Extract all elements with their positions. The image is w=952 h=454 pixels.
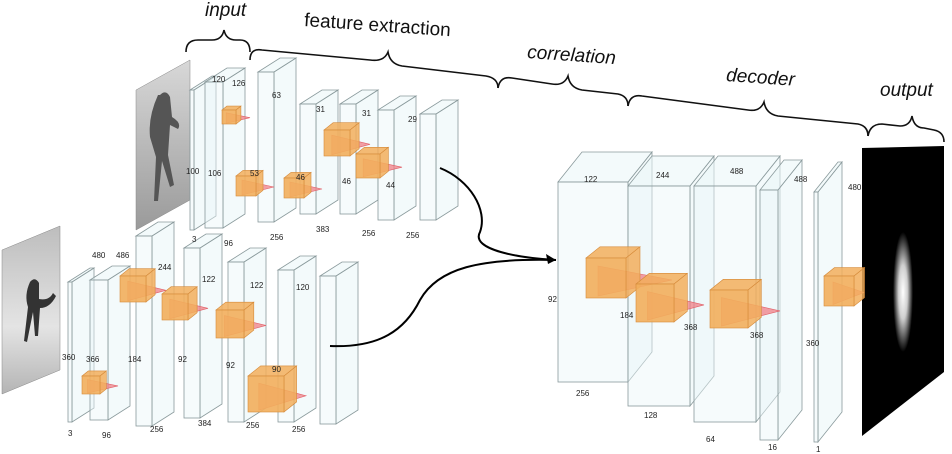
bottom-label-18: 256 <box>292 425 306 434</box>
decoder-kernel-4 <box>823 266 866 307</box>
brace-correlation <box>497 73 629 107</box>
input-photo-bottom <box>1 225 61 395</box>
brace-input <box>185 29 251 53</box>
top-kernel-3 <box>283 171 323 199</box>
top-label-6: 29 <box>408 115 417 124</box>
bottom-label-9: 184 <box>128 355 142 364</box>
bottom-label-12: 90 <box>272 365 281 374</box>
brace-decoder <box>627 94 869 137</box>
bottom-label-3: 244 <box>158 263 172 272</box>
decoder-label-3: 488 <box>730 167 744 176</box>
section-label-output: output <box>880 80 933 101</box>
decoder-label-10: 360 <box>806 339 820 348</box>
decoder-label-12: 128 <box>644 411 658 420</box>
top-kernel-4 <box>323 122 371 157</box>
bottom-label-14: 96 <box>102 431 111 440</box>
bottom-label-7: 360 <box>62 353 76 362</box>
top-label-1: 120 <box>212 75 226 84</box>
bottom-kernel-2 <box>119 268 167 303</box>
top-label-16: 383 <box>316 225 330 234</box>
bottom-label-1: 480 <box>92 251 106 260</box>
top-plate-6 <box>376 95 418 221</box>
top-label-13: 3 <box>192 235 197 244</box>
output-heatmap <box>862 146 944 436</box>
top-label-10: 46 <box>296 173 305 182</box>
top-label-12: 44 <box>386 181 395 190</box>
bottom-label-10: 92 <box>178 355 187 364</box>
decoder-label-15: 1 <box>816 445 821 454</box>
bottom-kernel-1 <box>81 370 119 395</box>
bottom-label-8: 366 <box>86 355 100 364</box>
connector-bottom-to-correlation <box>329 258 557 348</box>
decoder-label-1: 122 <box>584 175 598 184</box>
decoder-label-14: 16 <box>768 443 777 452</box>
top-label-17: 256 <box>362 229 376 238</box>
bottom-plate-7 <box>318 261 360 425</box>
bottom-kernel-5 <box>247 365 308 413</box>
decoder-kernel-3 <box>709 278 781 329</box>
decoder-plate-4 <box>759 158 803 442</box>
top-label-11: 46 <box>342 177 351 186</box>
bottom-label-4: 122 <box>202 275 216 284</box>
decoder-label-13: 64 <box>706 435 715 444</box>
top-label-14: 96 <box>224 239 233 248</box>
decoder-label-9: 368 <box>750 331 764 340</box>
feature-plates <box>66 57 866 444</box>
decoder-label-7: 184 <box>620 311 634 320</box>
decoder-label-11: 256 <box>576 389 590 398</box>
section-label-input: input <box>205 0 247 21</box>
bottom-label-2: 486 <box>116 251 130 260</box>
decoder-label-5: 480 <box>848 183 862 192</box>
bottom-label-17: 256 <box>246 421 260 430</box>
top-plate-2 <box>203 67 247 229</box>
top-label-18: 256 <box>406 231 420 240</box>
bottom-label-13: 3 <box>68 429 73 438</box>
top-kernel-2 <box>235 169 275 197</box>
connector-arrowhead <box>546 254 556 264</box>
decoder-kernel-2 <box>635 272 705 323</box>
top-plate-7 <box>418 99 460 221</box>
decoder-label-6: 92 <box>548 295 557 304</box>
bottom-label-11: 92 <box>226 361 235 370</box>
bottom-plate-3 <box>134 221 176 427</box>
top-label-7: 100 <box>186 167 200 176</box>
brace-feature-extraction <box>249 48 499 89</box>
decoder-label-2: 244 <box>656 171 670 180</box>
top-label-15: 256 <box>270 233 284 242</box>
top-label-4: 31 <box>316 105 325 114</box>
brace-output <box>867 115 945 143</box>
input-photo-top <box>135 59 191 231</box>
bottom-label-5: 122 <box>250 281 264 290</box>
bottom-label-16: 384 <box>198 419 212 428</box>
bottom-label-6: 120 <box>296 283 310 292</box>
top-kernel-5 <box>355 146 403 179</box>
top-label-8: 106 <box>208 169 222 178</box>
top-label-5: 31 <box>362 109 371 118</box>
top-kernel-1 <box>221 105 251 125</box>
connector-top-to-correlation <box>439 167 557 261</box>
top-label-9: 53 <box>250 169 259 178</box>
top-label-2: 126 <box>232 79 246 88</box>
decoder-kernel-1 <box>585 246 673 299</box>
bottom-kernel-4 <box>215 301 267 339</box>
decoder-label-8: 368 <box>684 323 698 332</box>
decoder-label-4: 488 <box>794 175 808 184</box>
bottom-kernel-3 <box>161 286 209 321</box>
bottom-label-15: 256 <box>150 425 164 434</box>
top-label-3: 63 <box>272 91 281 100</box>
